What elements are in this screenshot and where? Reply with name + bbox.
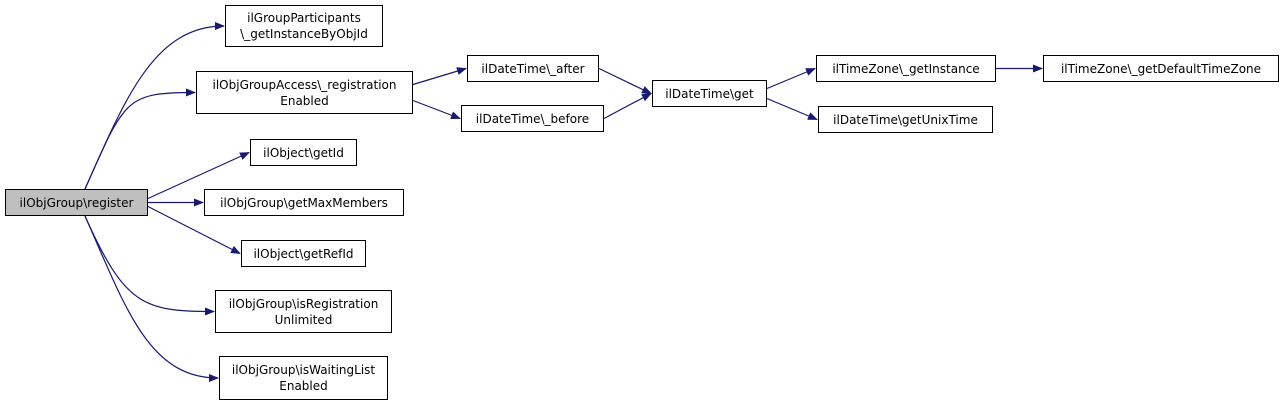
node-label: ilObjGroup\register xyxy=(19,195,134,210)
node-get[interactable]: ilDateTime\get xyxy=(652,80,767,107)
node-label: ilDateTime\getUnixTime xyxy=(833,112,978,127)
node-label: ilObjGroupAccess\_registration xyxy=(212,77,397,92)
node-label: Unlimited xyxy=(274,312,333,327)
node-label: ilObject\getRefId xyxy=(253,246,354,261)
node-label: ilTimeZone\_getInstance xyxy=(832,61,980,76)
node-get-instance[interactable]: ilTimeZone\_getInstance xyxy=(816,55,996,82)
node-label: Enabled xyxy=(280,93,329,108)
edge-register-to-isWaitingListEnabled xyxy=(84,215,219,382)
edge-register-to-getRefId xyxy=(147,205,241,255)
edge-before-to-get xyxy=(603,92,652,120)
node-register: ilObjGroup\register xyxy=(5,189,148,216)
node-label: ilGroupParticipants xyxy=(247,11,361,25)
node-is-waiting-list-enabled[interactable]: ilObjGroup\isWaitingList Enabled xyxy=(219,356,388,400)
node-label: Enabled xyxy=(279,379,328,393)
node-get-id[interactable]: ilObject\getId xyxy=(250,139,357,166)
node-before[interactable]: ilDateTime\_before xyxy=(461,105,604,132)
edge-registrationEnabled-to-after xyxy=(412,67,467,86)
node-get-ref-id[interactable]: ilObject\getRefId xyxy=(241,240,366,267)
node-label: ilDateTime\get xyxy=(665,86,754,101)
edge-get-to-getUnixTime xyxy=(766,97,818,121)
node-get-default-time-zone[interactable]: ilTimeZone\_getDefaultTimeZone xyxy=(1043,55,1279,82)
node-label: ilDateTime\_after xyxy=(481,61,585,76)
node-after[interactable]: ilDateTime\_after xyxy=(467,55,599,82)
node-registration-enabled[interactable]: ilObjGroupAccess\_registration Enabled xyxy=(196,71,413,114)
node-get-instance-by-obj-id[interactable]: ilGroupParticipants \_getInstanceByObjId xyxy=(225,5,383,47)
edge-registrationEnabled-to-before xyxy=(412,99,461,120)
node-get-max-members[interactable]: ilObjGroup\getMaxMembers xyxy=(204,189,404,216)
node-label: ilObjGroup\isRegistration xyxy=(228,296,379,311)
node-is-registration-unlimited[interactable]: ilObjGroup\isRegistration Unlimited xyxy=(215,290,392,333)
node-label: ilObjGroup\isWaitingList xyxy=(231,363,376,377)
node-label: ilDateTime\_before xyxy=(475,111,590,126)
node-label: \_getInstanceByObjId xyxy=(240,27,368,41)
node-label: ilTimeZone\_getDefaultTimeZone xyxy=(1060,61,1262,76)
edge-register-to-getId xyxy=(147,151,250,200)
edge-register-to-isRegistrationUnlimited xyxy=(84,215,215,316)
edge-register-to-registrationEnabled xyxy=(84,88,196,190)
node-label: ilObjGroup\getMaxMembers xyxy=(220,195,388,210)
edge-get-to-getInstance xyxy=(766,67,816,90)
edge-after-to-get xyxy=(598,67,652,95)
node-get-unix-time[interactable]: ilDateTime\getUnixTime xyxy=(818,106,993,133)
node-label: ilObject\getId xyxy=(263,145,344,160)
